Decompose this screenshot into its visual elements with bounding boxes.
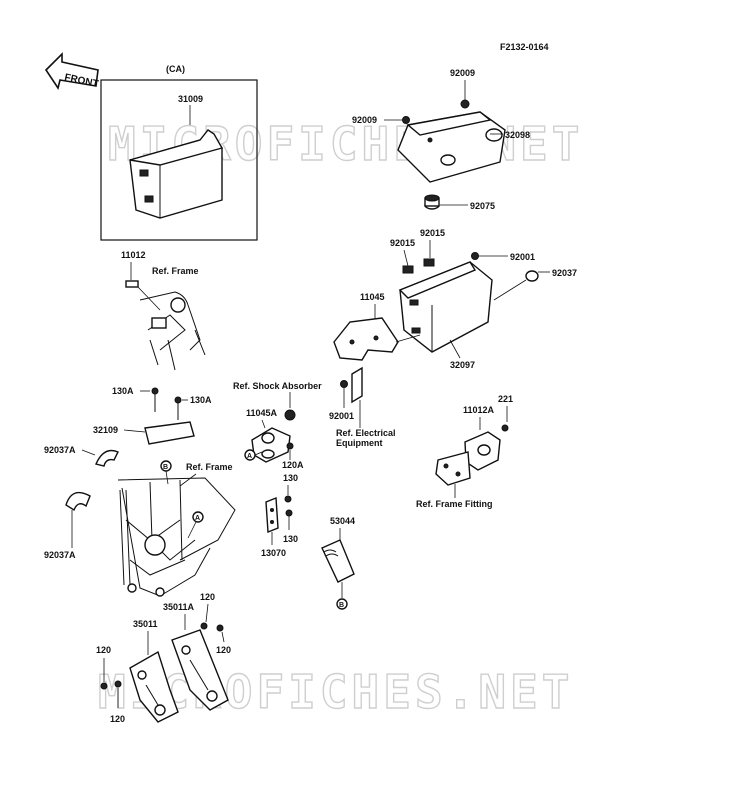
main-frame [117,477,236,597]
callout-32109: 32109 [93,425,118,435]
cover-53044 [321,539,355,583]
battery-tray-32098 [397,111,506,183]
bracket-35011a [171,629,229,711]
rubber-damper-92075 [424,194,440,210]
callout-92015-b: 92015 [390,238,415,248]
marker-a-frame: A [195,515,200,522]
callout-221: 221 [498,394,513,404]
callout-92001-top: 92001 [510,252,535,262]
clip-bracket [351,366,363,404]
bracket-11045 [333,317,399,361]
cap-92037 [525,270,539,282]
marker-b-cover: B [339,602,344,609]
callout-11012a: 11012A [463,405,495,415]
marker-b-frame: B [163,464,168,471]
ref-electrical-2: Equipment [336,438,383,448]
marker-a-shock: A [247,453,252,460]
plate-13070 [265,496,279,534]
callout-92015-a: 92015 [420,228,445,238]
figure-code: F2132-0164 [500,42,549,52]
callout-32097: 32097 [450,360,475,370]
callout-13070: 13070 [261,548,286,558]
callout-32098: 32098 [505,130,530,140]
callout-120-a: 120 [200,592,215,602]
front-arrow-icon: FRONT [44,52,99,90]
ca-box-label: (CA) [166,64,185,74]
clamp-92037a-lower [65,491,91,512]
ref-shock-absorber: Ref. Shock Absorber [233,381,322,391]
strap-32109 [144,421,195,445]
ref-frame-top: Ref. Frame [152,266,199,276]
callout-92009-left: 92009 [352,115,377,125]
callout-130-bottom: 130 [283,534,298,544]
callout-92037a-top: 92037A [44,445,76,455]
frame-detail-top [139,291,206,371]
frame-fitting-plate [435,451,471,486]
callout-31009: 31009 [178,94,203,104]
callout-92001-mid: 92001 [329,411,354,421]
ref-frame-mid: Ref. Frame [186,462,233,472]
bracket-11045a [251,427,291,463]
callout-35011a: 35011A [163,602,195,612]
callout-53044: 53044 [330,516,355,526]
callout-11012: 11012 [121,250,146,260]
callout-120a: 120A [282,460,304,470]
callout-130a-left: 130A [112,386,134,396]
callout-35011: 35011 [133,619,158,629]
battery-case-32097 [398,261,493,353]
battery-case-ca [129,129,224,219]
bracket-35011 [129,650,179,723]
ref-electrical-1: Ref. Electrical [336,428,396,438]
callout-92037a-bottom: 92037A [44,550,76,560]
callout-120-d: 120 [110,714,125,724]
ref-frame-fitting: Ref. Frame Fitting [416,499,493,509]
callout-11045a: 11045A [246,408,278,418]
mount-11012a [464,431,501,471]
callout-92009-top: 92009 [450,68,475,78]
callout-120-c: 120 [96,645,111,655]
callout-120-b: 120 [216,645,231,655]
callout-130-top: 130 [283,473,298,483]
callout-11045: 11045 [360,292,385,302]
callout-130a-right: 130A [190,395,212,405]
clamp-92037a-upper [95,449,119,467]
callout-92037: 92037 [552,268,577,278]
callout-92075: 92075 [470,201,495,211]
ca-box-frame [100,79,258,241]
